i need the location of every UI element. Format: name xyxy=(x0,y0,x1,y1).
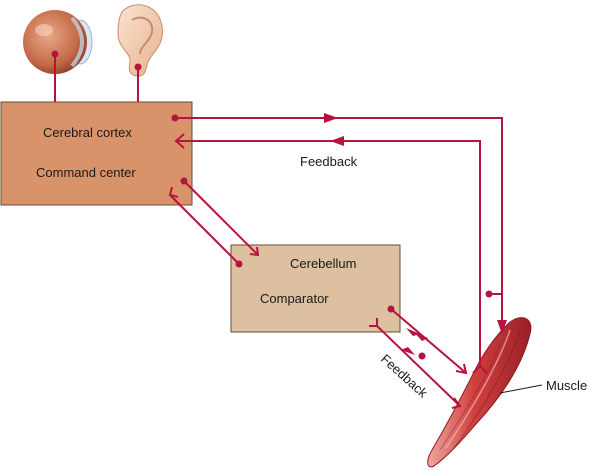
feedback-label-top: Feedback xyxy=(300,154,358,169)
eye-icon xyxy=(23,10,93,74)
feedback-pathway-lower xyxy=(369,318,462,409)
command-center-label: Command center xyxy=(36,165,136,180)
muscle-leader-line xyxy=(499,384,543,394)
cerebellum-muscle-pathway xyxy=(387,305,468,375)
muscle-label: Muscle xyxy=(546,378,587,393)
cerebral-cortex-label: Cerebral cortex xyxy=(43,125,132,140)
cortex-cerebellum-pathways xyxy=(168,180,260,265)
cerebellum-label: Cerebellum xyxy=(290,256,356,271)
comparator-label: Comparator xyxy=(260,291,329,306)
cerebral-cortex-box xyxy=(0,101,193,206)
collateral-branch xyxy=(485,290,502,298)
command-pathway xyxy=(171,113,507,334)
cerebellum-box xyxy=(230,244,401,333)
feedback-pathway-top xyxy=(174,133,488,374)
